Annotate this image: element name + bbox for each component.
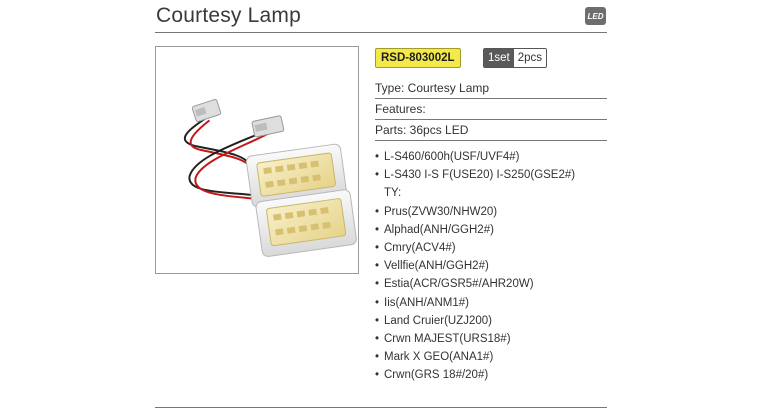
list-item-text: TY: <box>384 187 402 200</box>
list-item-text: Mark X GEO(ANA1#) <box>384 351 494 364</box>
bullet: • <box>375 151 380 163</box>
quantity-badge: 1set 2pcs <box>483 48 548 68</box>
set-label: 1set <box>484 49 514 67</box>
spec-features: Features: <box>375 99 607 120</box>
list-item-text: Prus(ZVW30/NHW20) <box>384 205 498 218</box>
bullet: • <box>375 242 380 255</box>
list-item-text: Estia(ACR/GSR5#/AHR20W) <box>384 278 534 291</box>
list-item: • Cmry(ACV4#) <box>375 239 615 257</box>
list-item-text: Cmry(ACV4#) <box>384 242 456 255</box>
bullet: • <box>375 278 380 291</box>
list-item-text: L-S460/600h(USF/UVF4#) <box>384 151 520 163</box>
list-item: TY: <box>375 184 615 202</box>
list-item-text: Land Cruier(UZJ200) <box>384 314 493 327</box>
bullet: • <box>375 169 380 182</box>
led-badge: LED <box>585 7 606 25</box>
bottom-divider <box>155 407 607 408</box>
bullet: • <box>375 314 380 327</box>
list-item-text: Vellfie(ANH/GGH2#) <box>384 260 489 273</box>
list-item: • Estia(ACR/GSR5#/AHR20W) <box>375 275 615 293</box>
bullet: • <box>375 333 380 346</box>
list-item: • Land Cruier(UZJ200) <box>375 312 615 330</box>
led-courtesy-lamp-photo-icon <box>183 98 357 257</box>
bullet: • <box>375 205 380 218</box>
spec-type: Type: Courtesy Lamp <box>375 78 607 99</box>
sku-badge: RSD-803002L <box>375 48 461 68</box>
spec-parts: Parts: 36pcs LED <box>375 120 607 141</box>
list-item-text: Crwn(GRS 18#/20#) <box>384 369 489 382</box>
list-item: • L-S430 I-S F(USE20) I-S250(GSE2#) <box>375 166 615 184</box>
list-item-text: Iis(ANH/ANM1#) <box>384 296 469 309</box>
product-photo <box>155 46 359 274</box>
list-item: • Prus(ZVW30/NHW20) <box>375 203 615 221</box>
bullet: • <box>375 351 380 364</box>
list-item-text: L-S430 I-S F(USE20) I-S250(GSE2#) <box>384 169 576 182</box>
bullet: • <box>375 260 380 273</box>
list-item: • Crwn MAJEST(URS18#) <box>375 330 615 348</box>
compatibility-list: • L-S460/600h(USF/UVF4#) • L-S430 I-S F(US… <box>375 148 615 385</box>
list-item-text: Alphad(ANH/GGH2#) <box>384 223 494 236</box>
title-divider <box>155 32 607 33</box>
page-title: Courtesy Lamp <box>156 4 301 27</box>
qty-label: 2pcs <box>513 49 547 67</box>
list-item: • L-S460/600h(USF/UVF4#) <box>375 148 615 166</box>
list-item: • Iis(ANH/ANM1#) <box>375 294 615 312</box>
bullet: • <box>375 223 380 236</box>
list-item: • Mark X GEO(ANA1#) <box>375 348 615 366</box>
list-item-text: Crwn MAJEST(URS18#) <box>384 333 511 346</box>
list-item: • Alphad(ANH/GGH2#) <box>375 221 615 239</box>
bullet: • <box>375 296 380 309</box>
list-item: • Vellfie(ANH/GGH2#) <box>375 257 615 275</box>
list-item: • Crwn(GRS 18#/20#) <box>375 366 615 384</box>
bullet: • <box>375 369 380 382</box>
